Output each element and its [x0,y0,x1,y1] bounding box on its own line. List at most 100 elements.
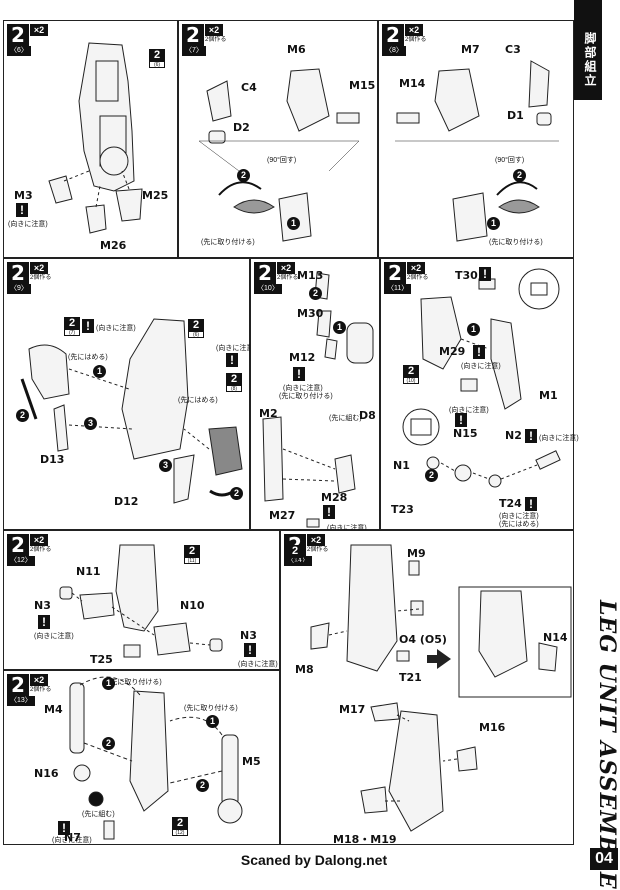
knee-armor-drawing [395,60,559,242]
turn-note: (90°回す) [267,157,297,164]
step-panel-6: 2 ×2 〈6〉 2(6) M3 ! (向きに注意) M25 [3,20,178,258]
sequence-marker: 1 [93,365,106,378]
ankle-joint-drawing [262,272,374,528]
substep-label: 〈8〉 [382,46,406,56]
multiplier-note: 2個作る [30,687,52,693]
part-label: N3 [240,629,257,642]
part-label: M26 [100,239,127,252]
step-header: 2 ×2 2個作る 〈11〉 [384,262,454,294]
sequence-marker: 2 [102,737,115,750]
orientation-note: (向きに注意) [449,407,489,414]
multiplier-badge: ×2 [30,674,48,686]
warning-icon: ! [16,203,28,217]
part-label: D13 [40,453,65,466]
orientation-note: (向きに注意) [539,435,579,442]
step-header: 2 ×2 2個作る 〈9〉 [7,262,77,294]
step-number: 2 [182,24,204,46]
substep-label: 〈11〉 [384,284,412,294]
step-header: 2 ×2 2個作る 〈10〉 [254,262,324,294]
step-header: 2 ×2 2個作る 〈12〉 [7,534,77,566]
part-label: N15 [453,427,478,440]
attach-first-note: (先に取り付ける) [184,705,238,712]
part-label: M7 [461,43,480,56]
scan-credit: Scaned by Dalong.net [240,852,388,868]
part-label: M4 [44,703,63,716]
part-label: T30 [455,269,478,282]
attach-first-note: (先に取り付ける) [489,239,543,246]
part-label: D1 [507,109,524,122]
sequence-marker: 2 [237,169,250,182]
substep-label: 〈6〉 [7,46,31,56]
part-label: N14 [543,631,568,644]
part-label: M13 [297,269,324,282]
warning-icon: ! [58,821,70,835]
part-label: N3 [34,599,51,612]
step-panel-8: 2 ×2 2個作る 〈8〉 M7 C3 M14 D1 (90°回す) 2 1 (… [378,20,574,258]
part-label: M8 [295,663,314,676]
orientation-note: (向きに注意) [52,837,92,844]
section-tab [574,0,602,100]
part-label: D8 [359,409,376,422]
foot-assembly-drawing [402,268,561,488]
knee-armor-drawing [198,68,360,242]
part-label: D12 [114,495,139,508]
leg-cylinder-drawing [69,676,243,840]
warning-icon: ! [525,429,537,443]
part-label: M25 [142,189,169,202]
multiplier-note: 2個作る [307,547,329,553]
multiplier-badge: ×2 [277,262,295,274]
multiplier-note: 2個作る [30,275,52,281]
multiplier-note: 2個作る [205,37,227,43]
side-title: LEG UNIT ASSEMBLE [594,600,620,890]
ref-box: 2(10) [403,365,419,385]
multiplier-badge: ×2 [30,534,48,546]
full-leg-drawing [310,544,572,832]
warning-icon: ! [455,413,467,427]
part-label: M30 [297,307,324,320]
step-number: 2 [382,24,404,46]
part-label: T25 [90,653,113,666]
insert-first-note: (先にはめる) [178,397,218,404]
sequence-marker: 2 [16,409,29,422]
orientation-note: (向きに注意) [327,525,367,532]
part-label: N11 [76,565,101,578]
sequence-marker: 1 [487,217,500,230]
part-label: N16 [34,767,59,780]
orientation-note: (向きに注意) [96,325,136,332]
part-label: M6 [287,43,306,56]
step-panel-11: 2 ×2 2個作る 〈11〉 [380,258,579,530]
step-number: 2 [254,262,276,284]
step-panel-9: 2 ×2 2個作る 〈9〉 2(7) ! (向きに注意) 2(6) [3,258,256,530]
turn-note: (90°回す) [495,157,525,164]
sequence-marker: 1 [333,321,346,334]
orientation-note: (向きに注意) [34,633,74,640]
part-label: T21 [399,671,422,684]
sequence-marker: 2 [513,169,526,182]
attach-first-note: (先に取り付ける) [279,393,333,400]
section-tab-label: 脚部組立 [583,32,597,88]
part-label: T24 [499,497,522,510]
part-label: N2 [505,429,522,442]
multiplier-note: 2個作る [277,275,299,281]
sequence-marker: 3 [159,459,172,472]
part-label: T23 [391,503,414,516]
substep-label: 〈10〉 [254,284,282,294]
ref-box: 2(6) [188,319,204,339]
warning-icon: ! [226,353,238,367]
sequence-marker: 2 [309,287,322,300]
warning-icon: ! [479,267,491,281]
part-label: C3 [505,43,521,56]
ref-box: 2(6) [149,49,165,69]
part-label: M9 [407,547,426,560]
part-label: M15 [349,79,376,92]
section-tab-shape [574,0,602,100]
insert-first-note: (先にはめる) [68,354,108,361]
assemble-first-note: (先に組む) [82,811,115,818]
sequence-marker: 3 [84,417,97,430]
insert-first-note: (先にはめる) [499,521,539,528]
lower-leg-drawing [20,318,243,504]
multiplier-badge: ×2 [407,262,425,274]
warning-icon: ! [525,497,537,511]
assemble-first-note: (先に組む) [329,415,362,422]
